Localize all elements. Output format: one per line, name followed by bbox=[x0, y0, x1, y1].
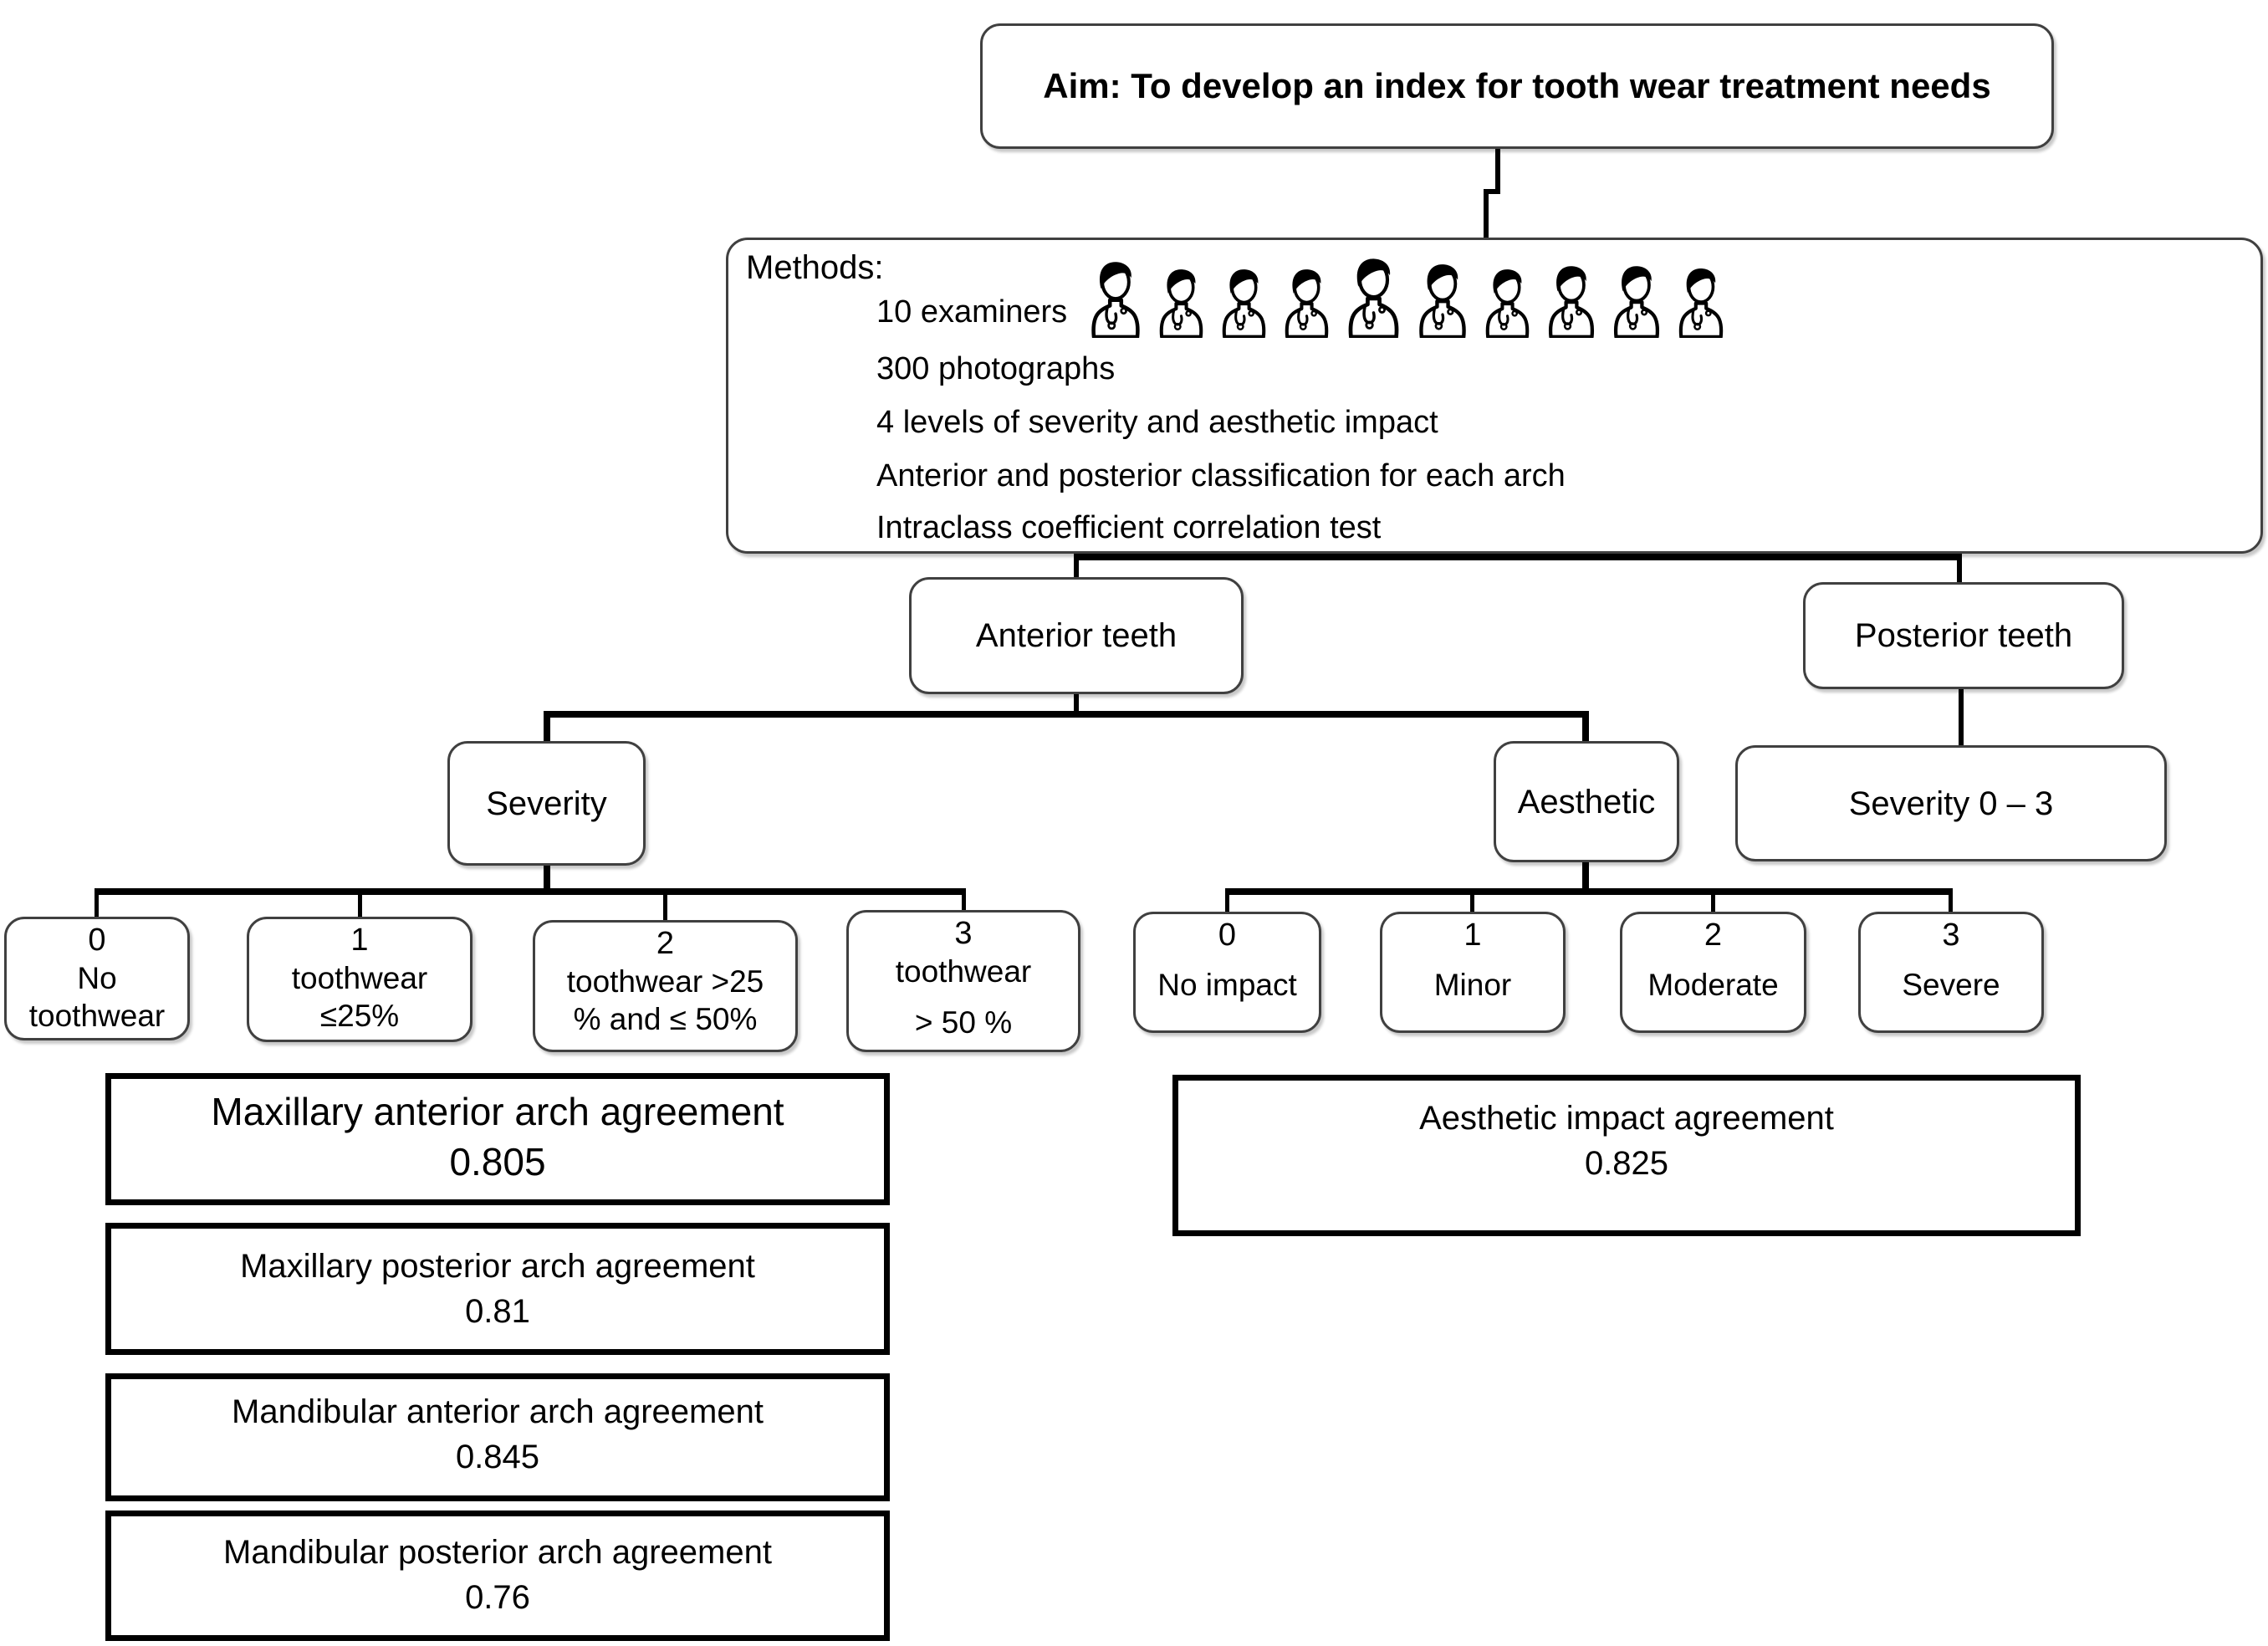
agreement-label: Maxillary posterior arch agreement bbox=[240, 1248, 755, 1285]
connector-line bbox=[94, 888, 966, 895]
maxillary-posterior-agreement-box: Maxillary posterior arch agreement 0.81 bbox=[105, 1223, 890, 1355]
severity-level-1-box: 1 toothwear ≤25% bbox=[247, 917, 472, 1042]
severity-level-2-desc: toothwear >25 % and ≤ 50% bbox=[566, 964, 764, 1036]
connector-line bbox=[1957, 554, 1962, 584]
methods-item-examiners: 10 examiners bbox=[876, 294, 1068, 330]
doctor-person-icon bbox=[1348, 258, 1399, 338]
agreement-value: 0.825 bbox=[1584, 1145, 1669, 1182]
severity-level-1-code: 1 bbox=[350, 923, 369, 958]
connector-line bbox=[1470, 888, 1474, 912]
mandibular-anterior-agreement-box: Mandibular anterior arch agreement 0.845 bbox=[105, 1373, 890, 1501]
severity-level-1-desc: toothwear ≤25% bbox=[291, 960, 428, 1033]
doctor-person-icon bbox=[1285, 269, 1329, 338]
connector-line bbox=[1074, 693, 1079, 716]
aesthetic-box: Aesthetic bbox=[1494, 741, 1679, 862]
agreement-value: 0.845 bbox=[455, 1439, 540, 1475]
connector-line bbox=[1495, 147, 1500, 194]
severity-level-0-box: 0 No toothwear bbox=[4, 917, 190, 1040]
posterior-severity-box: Severity 0 – 3 bbox=[1735, 745, 2167, 861]
anterior-teeth-label: Anterior teeth bbox=[975, 617, 1177, 654]
aesthetic-level-3-code: 3 bbox=[1942, 918, 1960, 953]
severity-label: Severity bbox=[486, 785, 607, 822]
connector-line bbox=[1074, 554, 1079, 579]
doctor-person-icon bbox=[1091, 262, 1140, 338]
agreement-label: Maxillary anterior arch agreement bbox=[211, 1090, 784, 1133]
connector-line bbox=[1959, 688, 1964, 746]
methods-item-classification: Anterior and posterior classification fo… bbox=[876, 458, 1566, 493]
severity-box: Severity bbox=[447, 741, 646, 866]
methods-item-photographs: 300 photographs bbox=[876, 351, 1116, 386]
doctor-person-icon bbox=[1222, 269, 1266, 338]
doctor-person-icon bbox=[1678, 268, 1724, 338]
agreement-value: 0.805 bbox=[449, 1139, 546, 1183]
aesthetic-level-0-label: No impact bbox=[1157, 967, 1297, 1002]
anterior-teeth-box: Anterior teeth bbox=[909, 577, 1244, 694]
maxillary-anterior-agreement-box: Maxillary anterior arch agreement 0.805 bbox=[105, 1073, 890, 1205]
methods-label: Methods: bbox=[746, 249, 884, 286]
doctor-person-icon bbox=[1548, 266, 1595, 338]
mandibular-posterior-agreement-box: Mandibular posterior arch agreement 0.76 bbox=[105, 1511, 890, 1641]
agreement-label: Mandibular posterior arch agreement bbox=[223, 1534, 772, 1571]
connector-line bbox=[544, 864, 550, 894]
aesthetic-level-2-label: Moderate bbox=[1647, 967, 1779, 1002]
doctor-person-icon bbox=[1613, 266, 1660, 338]
agreement-label: Aesthetic impact agreement bbox=[1419, 1100, 1834, 1137]
connector-line bbox=[1484, 189, 1489, 239]
agreement-value: 0.76 bbox=[465, 1579, 530, 1616]
aesthetic-level-0-box: 0 No impact bbox=[1133, 912, 1321, 1033]
connector-line bbox=[1711, 888, 1715, 912]
connector-line bbox=[663, 888, 667, 920]
connector-line bbox=[1582, 711, 1589, 743]
connector-line bbox=[1074, 554, 1962, 560]
doctor-person-icon bbox=[1159, 269, 1203, 338]
connector-line bbox=[544, 711, 1589, 718]
aesthetic-level-3-box: 3 Severe bbox=[1858, 912, 2044, 1033]
agreement-label: Mandibular anterior arch agreement bbox=[232, 1393, 764, 1430]
connector-line bbox=[94, 888, 99, 917]
severity-level-0-desc: No toothwear bbox=[28, 960, 166, 1033]
aesthetic-level-3-label: Severe bbox=[1902, 967, 2000, 1002]
connector-line bbox=[1484, 189, 1500, 194]
severity-level-2-box: 2 toothwear >25 % and ≤ 50% bbox=[533, 920, 798, 1052]
aesthetic-level-1-label: Minor bbox=[1433, 967, 1512, 1002]
connector-line bbox=[1582, 861, 1589, 894]
connector-line bbox=[358, 888, 362, 917]
aesthetic-level-2-box: 2 Moderate bbox=[1620, 912, 1806, 1033]
severity-level-3-desc: toothwear > 50 % bbox=[895, 953, 1032, 1040]
methods-box bbox=[726, 238, 2263, 554]
posterior-teeth-label: Posterior teeth bbox=[1854, 617, 2073, 654]
severity-level-0-code: 0 bbox=[88, 923, 106, 958]
doctor-person-icon bbox=[1485, 269, 1530, 338]
agreement-value: 0.81 bbox=[465, 1293, 530, 1330]
methods-item-levels: 4 levels of severity and aesthetic impac… bbox=[876, 405, 1438, 440]
aesthetic-level-2-code: 2 bbox=[1704, 918, 1723, 953]
aesthetic-level-1-box: 1 Minor bbox=[1380, 912, 1566, 1033]
aesthetic-level-0-code: 0 bbox=[1218, 918, 1237, 953]
posterior-teeth-box: Posterior teeth bbox=[1803, 582, 2124, 689]
connector-line bbox=[544, 711, 550, 743]
posterior-severity-label: Severity 0 – 3 bbox=[1848, 785, 2054, 822]
examiner-icons-row bbox=[1087, 258, 1727, 338]
connector-line bbox=[1225, 888, 1229, 912]
methods-item-icc: Intraclass coefficient correlation test bbox=[876, 510, 1382, 545]
connector-line bbox=[962, 888, 966, 912]
aesthetic-impact-agreement-box: Aesthetic impact agreement 0.825 bbox=[1172, 1075, 2081, 1236]
aesthetic-label: Aesthetic bbox=[1517, 783, 1656, 820]
aim-text: Aim: To develop an index for tooth wear … bbox=[1043, 65, 1991, 105]
severity-level-3-code: 3 bbox=[954, 916, 973, 951]
severity-level-3-box: 3 toothwear > 50 % bbox=[846, 910, 1080, 1052]
severity-level-2-code: 2 bbox=[656, 926, 675, 961]
connector-line bbox=[1949, 888, 1953, 912]
connector-line bbox=[1225, 888, 1953, 895]
aesthetic-level-1-code: 1 bbox=[1463, 918, 1482, 953]
doctor-person-icon bbox=[1419, 264, 1466, 338]
aim-box: Aim: To develop an index for tooth wear … bbox=[980, 23, 2054, 149]
